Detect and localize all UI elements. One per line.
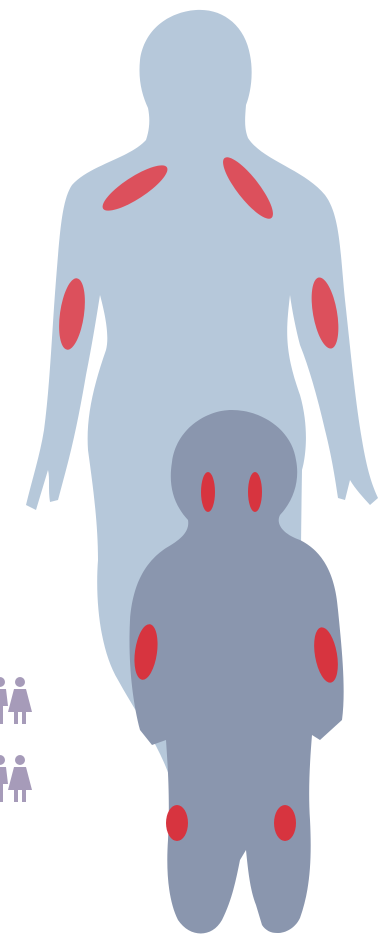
child-right-knee-highlight — [274, 805, 296, 841]
child-left-cheek-highlight — [201, 472, 215, 512]
child-left-knee-highlight — [166, 805, 188, 841]
child-right-cheek-highlight — [248, 472, 262, 512]
